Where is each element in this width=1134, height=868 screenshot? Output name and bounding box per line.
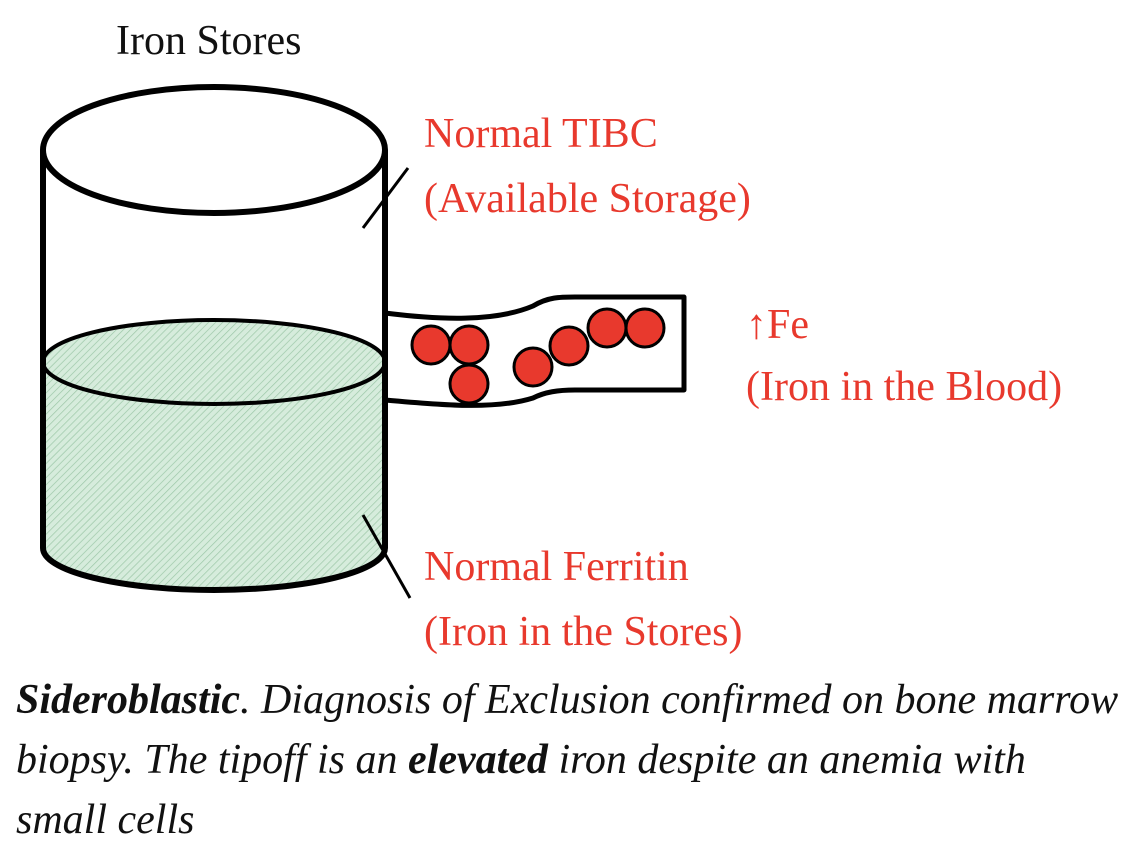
tibc-sublabel: (Available Storage): [424, 176, 751, 222]
cylinder-top-rim: [40, 84, 388, 216]
iron-particles: [410, 307, 666, 405]
iron-particle: [624, 307, 666, 349]
tibc-leader-line: [361, 167, 410, 229]
caption: Sideroblastic. Diagnosis of Exclusion co…: [16, 670, 1121, 850]
iron-particle: [586, 307, 628, 349]
fe-sublabel: (Iron in the Blood): [746, 364, 1062, 410]
caption-text-1: . Diagnosis of Exclusion confirmed on bo…: [16, 677, 1119, 783]
ferritin-sublabel: (Iron in the Stores): [424, 609, 742, 655]
iron-particle: [410, 324, 452, 366]
iron-particle: [548, 325, 590, 367]
fe-label: ↑Fe: [746, 302, 809, 348]
iron-level-surface: [41, 318, 387, 406]
caption-text-2: iron despite an anemia with small cells: [16, 737, 1026, 843]
cylinder-bottom: [40, 547, 388, 593]
caption-emphasis: elevated: [408, 737, 548, 783]
ferritin-label: Normal Ferritin: [424, 544, 689, 590]
iron-particle: [512, 346, 554, 388]
ferritin-leader-line: [361, 514, 412, 599]
tibc-label: Normal TIBC: [424, 111, 658, 157]
iron-particle: [448, 324, 490, 366]
diagram-title: Iron Stores: [116, 18, 301, 64]
iron-particle: [448, 363, 490, 405]
caption-diagnosis: Sideroblastic: [16, 677, 241, 723]
